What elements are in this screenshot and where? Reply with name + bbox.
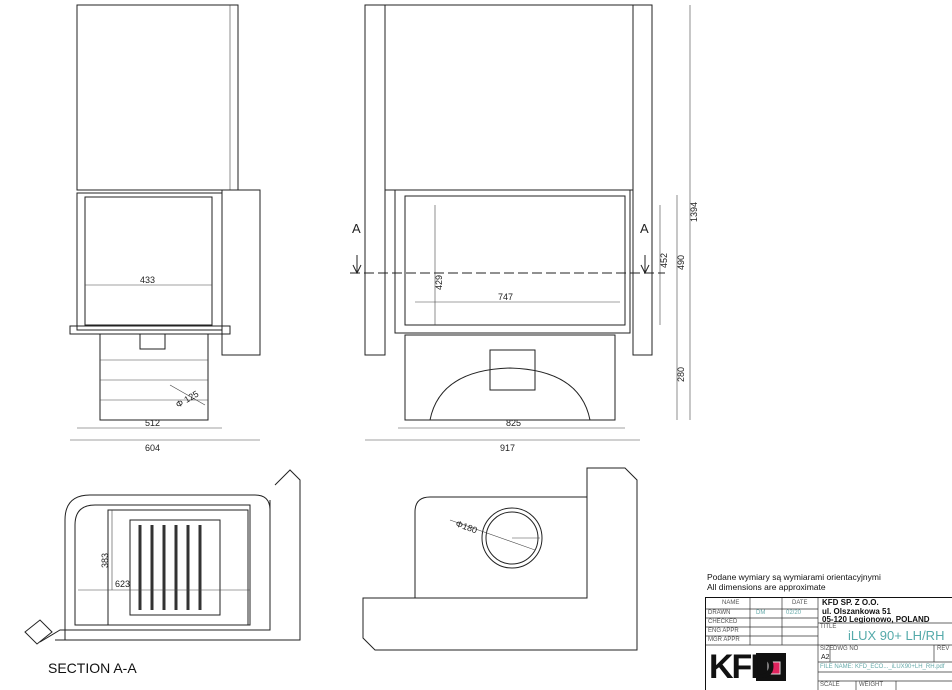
dim-604: 604 [145,443,160,453]
size-label: SIZE [820,646,834,652]
note-pl: Podane wymiary są wymiarami orientacyjny… [707,572,881,582]
side-view [69,4,261,441]
section-mark-right: A [640,221,649,236]
dim-490: 490 [676,255,686,270]
row-drawn: DRAWN [708,610,731,616]
dim-623: 623 [115,579,130,589]
dim-flue-125: Φ 125 [174,389,200,410]
dim-429: 429 [434,275,444,290]
file-name: FILE NAME: KFD_ECO..._iLUX90+LH_RH.pdf [820,664,945,670]
dim-flue-180: Φ180 [454,518,478,535]
dim-917: 917 [500,443,515,453]
notes: Podane wymiary są wymiarami orientacyjny… [707,572,881,592]
dim-825: 825 [506,418,521,428]
drawing-title: iLUX 90+ LH/RH [848,628,945,643]
dwg-label: DWG NO [833,646,859,652]
section-label: SECTION A-A [48,660,137,676]
company-street: ul. Olszankowa 51 [822,606,891,616]
title-label: TITLE [820,624,837,630]
company-city: 05-120 Legionowo, POLAND [822,615,930,624]
size-value: A2 [821,654,830,661]
dim-512: 512 [145,418,160,428]
top-view [362,467,638,651]
section-mark-left: A [352,221,361,236]
row-checked: CHECKED [708,619,738,625]
note-en: All dimensions are approximate [707,582,826,592]
logo-accent [767,661,781,675]
section-view [24,469,301,645]
drawn-name: DM [756,610,766,616]
header-name: NAME [722,600,740,606]
dim-433: 433 [140,275,155,285]
company-address: KFD SP. Z O.O. ul. Olszankowa 51 05-120 … [822,598,930,625]
drawn-date: 02/20 [786,610,802,616]
dim-383: 383 [100,553,110,568]
dim-452: 452 [659,253,669,268]
scale-label: SCALE [820,682,840,688]
company-name: KFD SP. Z O.O. [822,598,879,607]
row-mgr-appr: MGR APPR [708,637,740,643]
dim-747: 747 [498,292,513,302]
front-view [350,4,691,441]
kfd-logo: KFD [709,648,775,686]
dim-280: 280 [676,367,686,382]
header-date: DATE [792,600,808,606]
row-eng-appr: ENG APPR [708,628,739,634]
dim-1394: 1394 [689,202,699,222]
title-block-grid [706,598,952,690]
rev-label: REV [937,646,950,652]
weight-label: WEIGHT [859,682,883,688]
title-block: NAME DATE DRAWN DM 02/20 CHECKED ENG APP… [705,597,952,690]
